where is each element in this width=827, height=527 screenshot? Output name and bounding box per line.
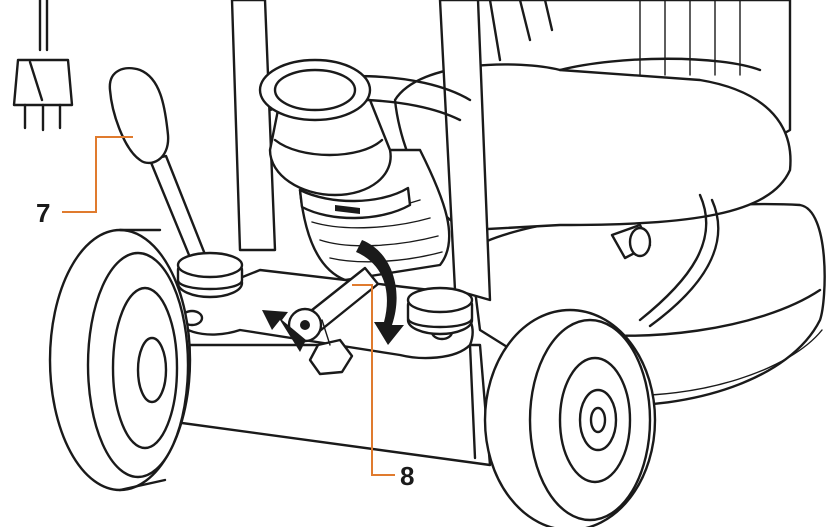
callout-8-label: 8 [400, 461, 414, 491]
callout-8: 8 [352, 284, 414, 491]
callout-7-leader [62, 136, 133, 213]
right-wheel [483, 308, 657, 527]
callout-7: 7 [36, 136, 133, 228]
adjustment-nut [308, 319, 354, 376]
frame [230, 0, 492, 302]
locking-knob-left [176, 251, 244, 299]
callout-8-leader [352, 284, 395, 476]
left-wheel [48, 228, 192, 492]
suction-funnel [258, 58, 392, 197]
rotate-arrow-left [262, 310, 306, 352]
motor-housing [393, 0, 792, 328]
locking-knob-right [406, 286, 474, 336]
handle-lever [108, 67, 212, 274]
callout-7-label: 7 [36, 198, 50, 228]
rotate-arrow-down [356, 240, 404, 345]
power-plug [12, 0, 74, 132]
